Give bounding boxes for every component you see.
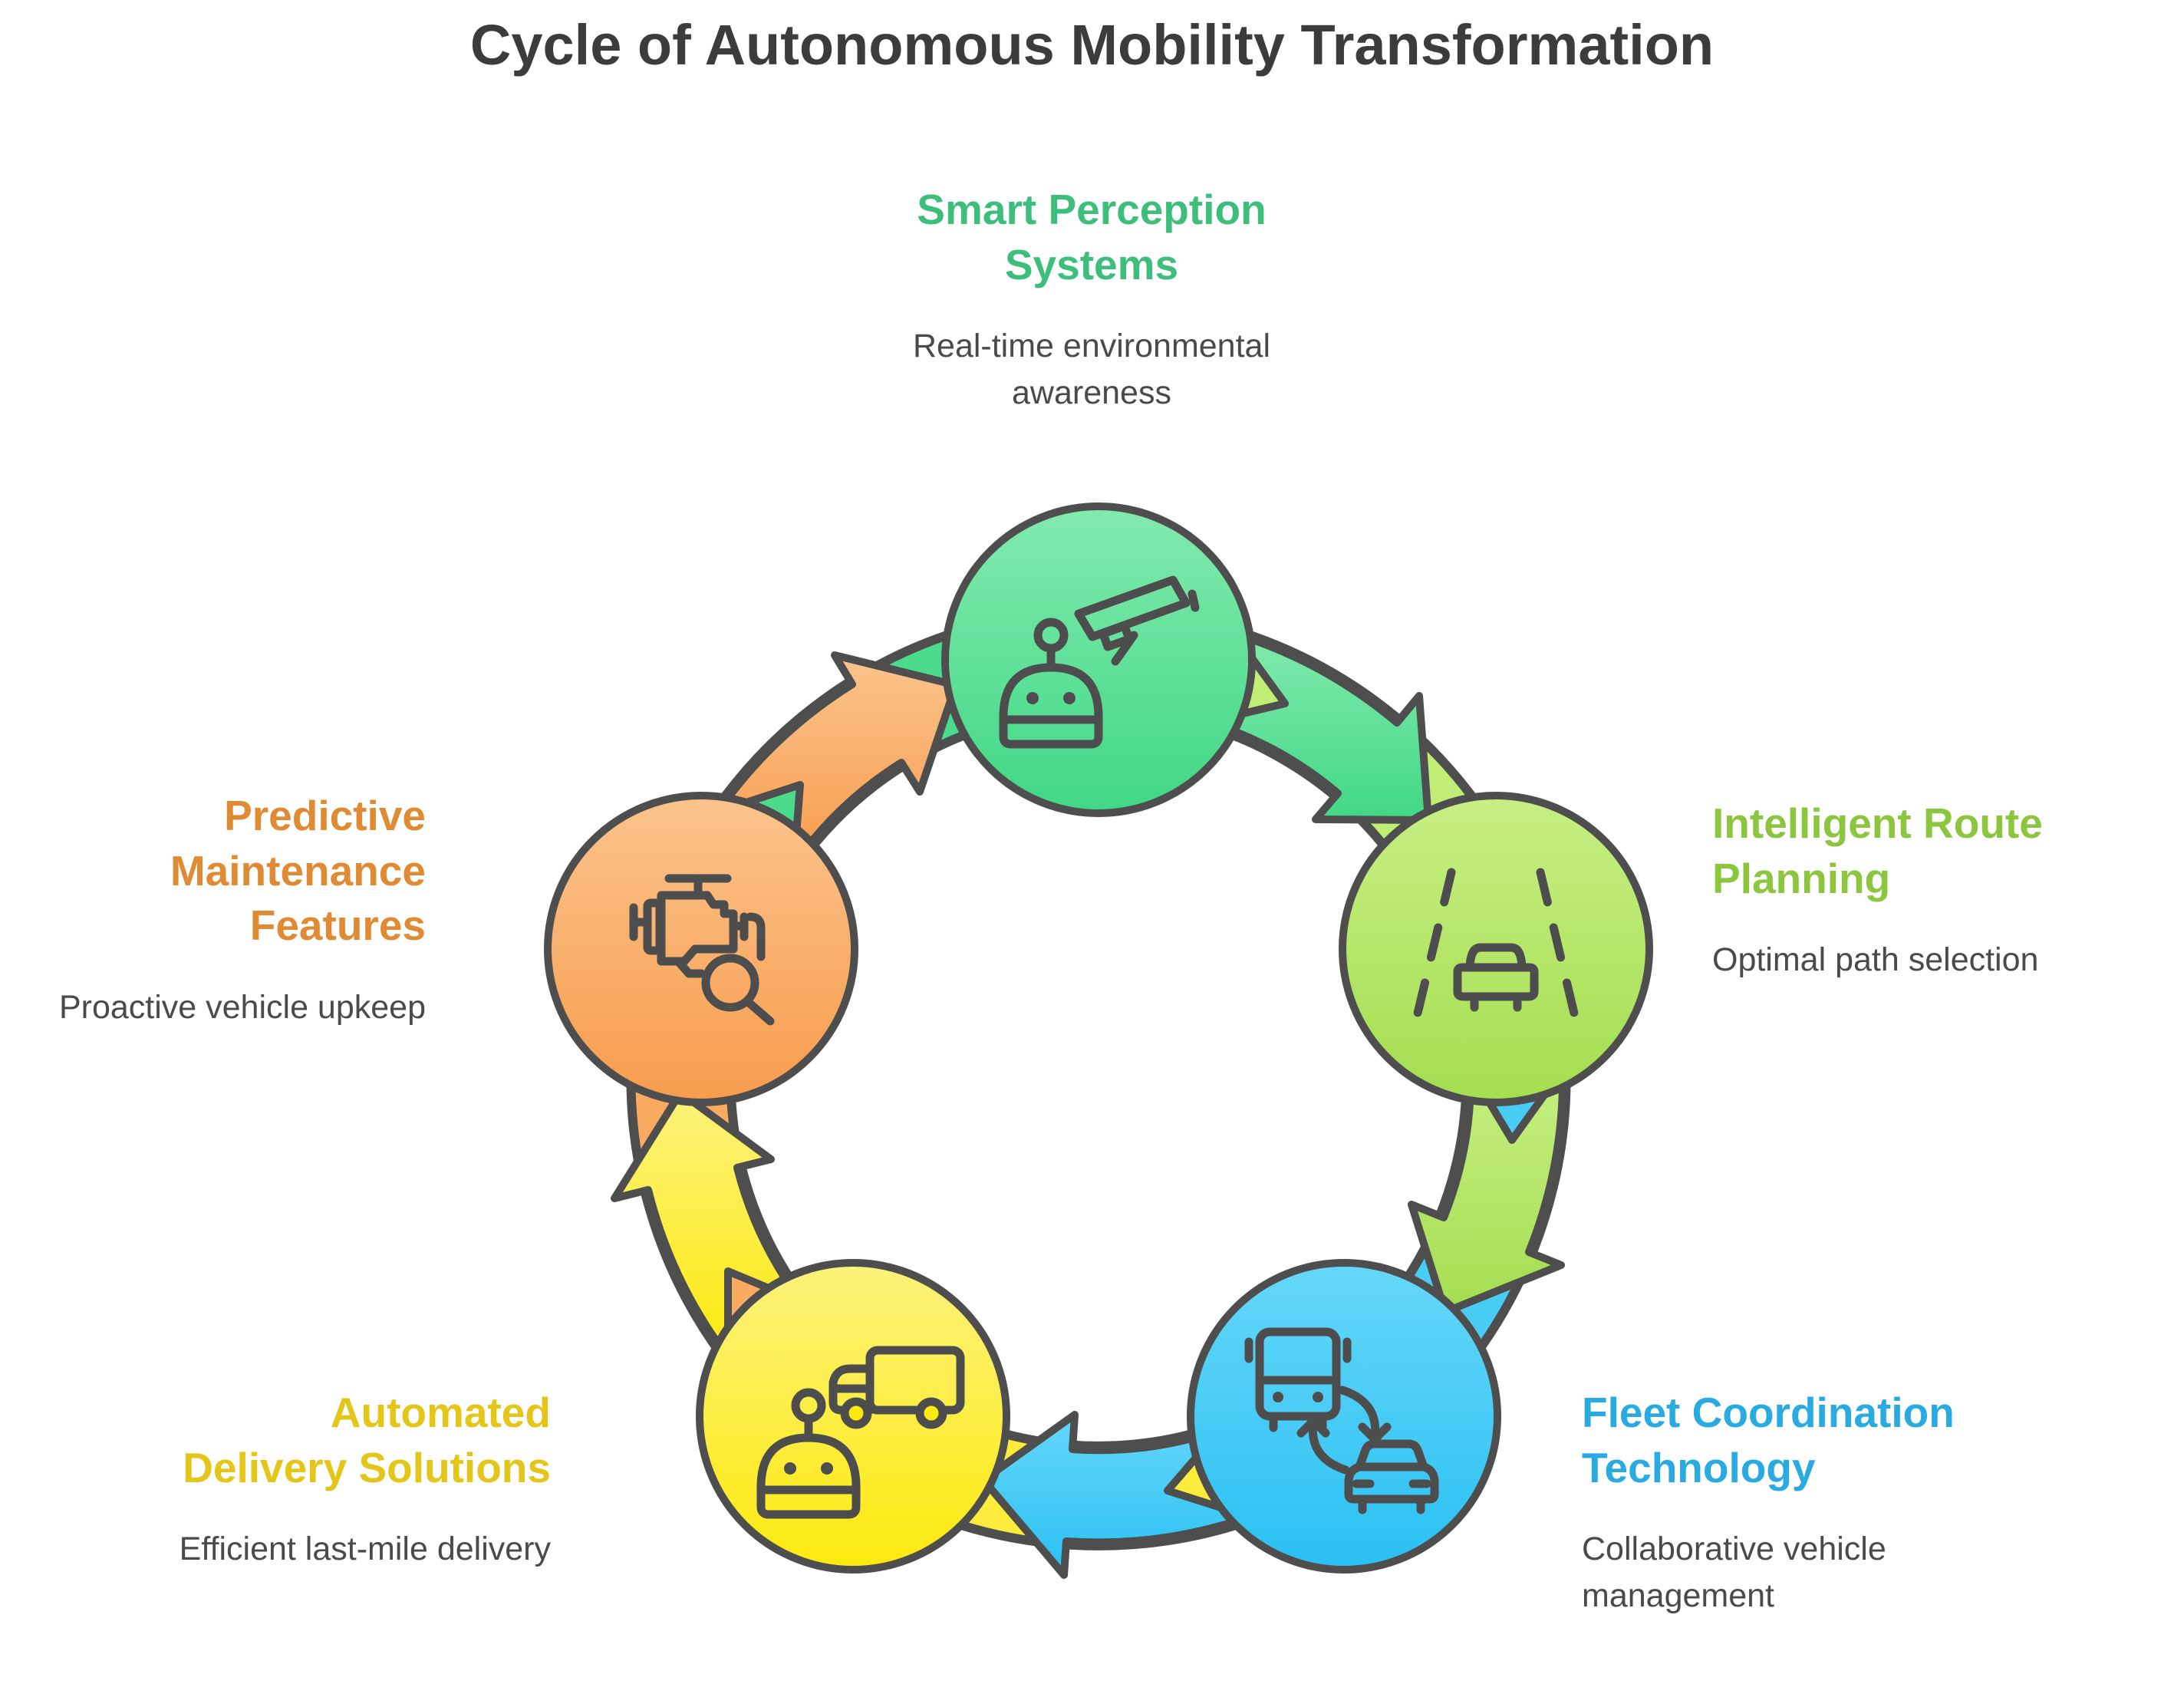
node-description: Optimal path selection	[1712, 941, 2039, 978]
node-circle-fleet-coordination	[1187, 1259, 1501, 1574]
arrow-orange-to-green	[714, 651, 960, 868]
arrow-yellow-to-orange	[611, 1089, 805, 1361]
node-label-automated-delivery: Automated Delivery Solutions Efficient l…	[75, 1386, 551, 1573]
node-icons	[629, 575, 1580, 1514]
node-description: Efficient last-mile delivery	[179, 1531, 551, 1567]
arrow-blue-to-yellow	[980, 1411, 1253, 1579]
node-description: Proactive vehicle upkeep	[58, 988, 426, 1026]
node-description: Real-time environmental awareness	[912, 328, 1271, 412]
node-heading: Automated Delivery Solutions	[183, 1389, 551, 1491]
exchange-arrows-icon	[1296, 1386, 1392, 1475]
node-heading: Predictive Maintenance Features	[170, 792, 426, 949]
road-with-car-icon	[1412, 868, 1580, 1024]
arrow-green-to-lime	[1204, 630, 1432, 824]
node-circles	[544, 503, 1653, 1574]
bus-icon	[1244, 1327, 1352, 1432]
bus-car-exchange-icon	[1244, 1327, 1439, 1514]
cycle-arrows	[611, 630, 1567, 1579]
node-heading: Fleet Coordination Technology	[1582, 1389, 1955, 1491]
arrow-lime-to-blue	[1408, 1066, 1567, 1316]
car-icon	[1344, 1439, 1439, 1514]
page-title: Cycle of Autonomous Mobility Transformat…	[469, 13, 1715, 77]
truck-icon	[828, 1346, 965, 1429]
node-label-route-planning: Intelligent Route Planning Optimal path …	[1712, 796, 2172, 984]
node-label-predictive-maintenance: Predictive Maintenance Features Proactiv…	[12, 789, 426, 1031]
robot-with-truck-icon	[761, 1346, 965, 1514]
node-label-fleet-coordination: Fleet Coordination Technology Collaborat…	[1582, 1386, 2073, 1620]
robot-with-surveillance-camera-icon	[1003, 575, 1200, 744]
node-heading: Smart Perception Systems	[917, 186, 1267, 288]
engine-with-magnifier-icon	[629, 874, 775, 1026]
node-heading: Intelligent Route Planning	[1712, 799, 2043, 902]
node-label-smart-perception: Smart Perception Systems Real-time envir…	[746, 183, 1437, 417]
node-description: Collaborative vehicle management	[1582, 1531, 1886, 1615]
node-circle-smart-perception	[941, 503, 1256, 817]
